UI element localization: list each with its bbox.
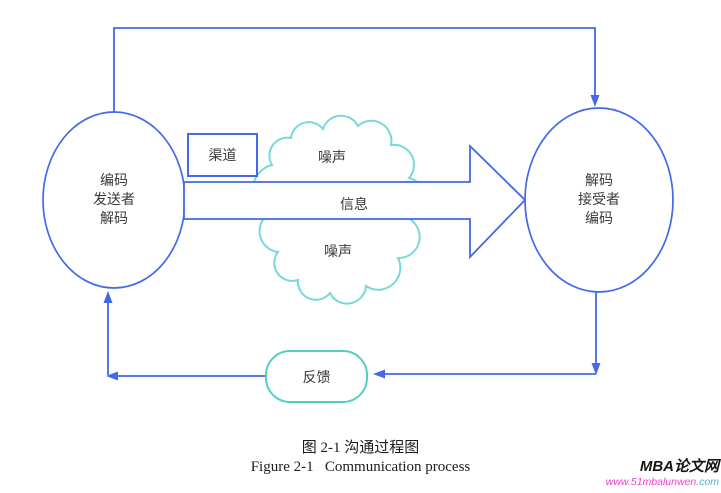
watermark-url: www.51mbalunwen.com [605, 475, 719, 489]
watermark-url-main: www.51mbalunwen [605, 475, 697, 488]
watermark-brand: MBA论文网 [639, 458, 719, 475]
noise-top-label: 噪声 [318, 149, 346, 165]
sender-up-arrowhead-icon [103, 291, 113, 303]
sender-line-3: 解码 [100, 210, 128, 226]
message-label: 信息 [340, 196, 368, 212]
feedback-left-arrowhead-icon [106, 371, 118, 381]
sender-node-label: 编码 发送者 解码 [64, 171, 164, 228]
receiver-down-arrowhead-icon [591, 363, 601, 375]
channel-box: 渠道 [187, 133, 258, 177]
sender-line-1: 编码 [100, 172, 128, 188]
receiver-line-2: 接受者 [578, 191, 620, 207]
sender-line-2: 发送者 [93, 191, 135, 207]
noise-bottom-label: 噪声 [324, 243, 352, 259]
receiver-line-1: 解码 [585, 172, 613, 188]
channel-label: 渠道 [208, 147, 237, 163]
watermark-url-suffix: .com [696, 475, 719, 488]
feedback-right-arrowhead-icon [373, 369, 385, 379]
top-connector-line [113, 27, 596, 112]
top-connector-arrowhead-icon [590, 95, 600, 107]
watermark: MBA论文网 www.51mbalunwen.com [605, 458, 719, 489]
diagram-canvas [42, 27, 674, 381]
message-arrow-shape [183, 143, 527, 260]
feedback-label: 反馈 [302, 368, 331, 385]
figure-caption-zh: 图 2-1 沟通过程图 [301, 440, 420, 456]
figure-caption-en: Figure 2-1 Communication process [250, 459, 471, 475]
receiver-node-label: 解码 接受者 编码 [549, 171, 649, 228]
receiver-line-3: 编码 [585, 210, 613, 226]
feedback-box: 反馈 [265, 350, 368, 403]
